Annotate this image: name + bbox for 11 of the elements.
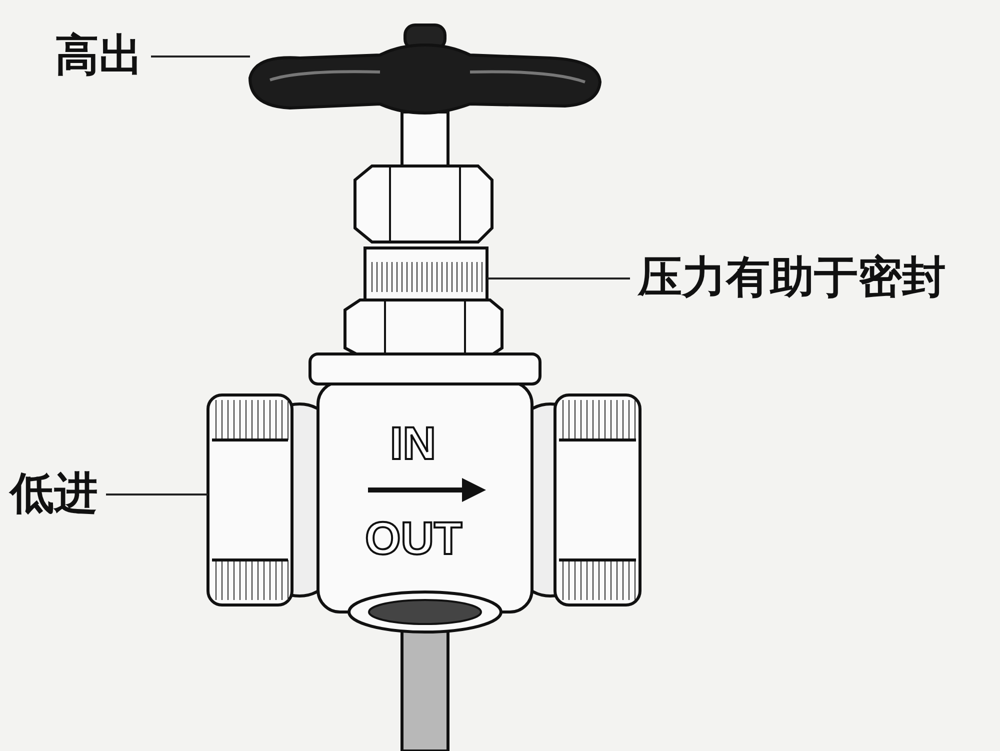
inlet-nut — [206, 394, 294, 606]
callout-label: 压力有助于密封 — [638, 252, 946, 305]
bonnet-ring — [364, 246, 488, 302]
body-marking: OUT — [365, 515, 462, 561]
callout-label: 高出 — [55, 30, 143, 83]
body-marking: IN — [390, 420, 436, 466]
leader-line — [151, 56, 250, 58]
leader-line — [487, 278, 630, 280]
handwheel — [248, 24, 602, 114]
callout-label: 低进 — [10, 468, 98, 521]
leader-line — [106, 494, 208, 496]
